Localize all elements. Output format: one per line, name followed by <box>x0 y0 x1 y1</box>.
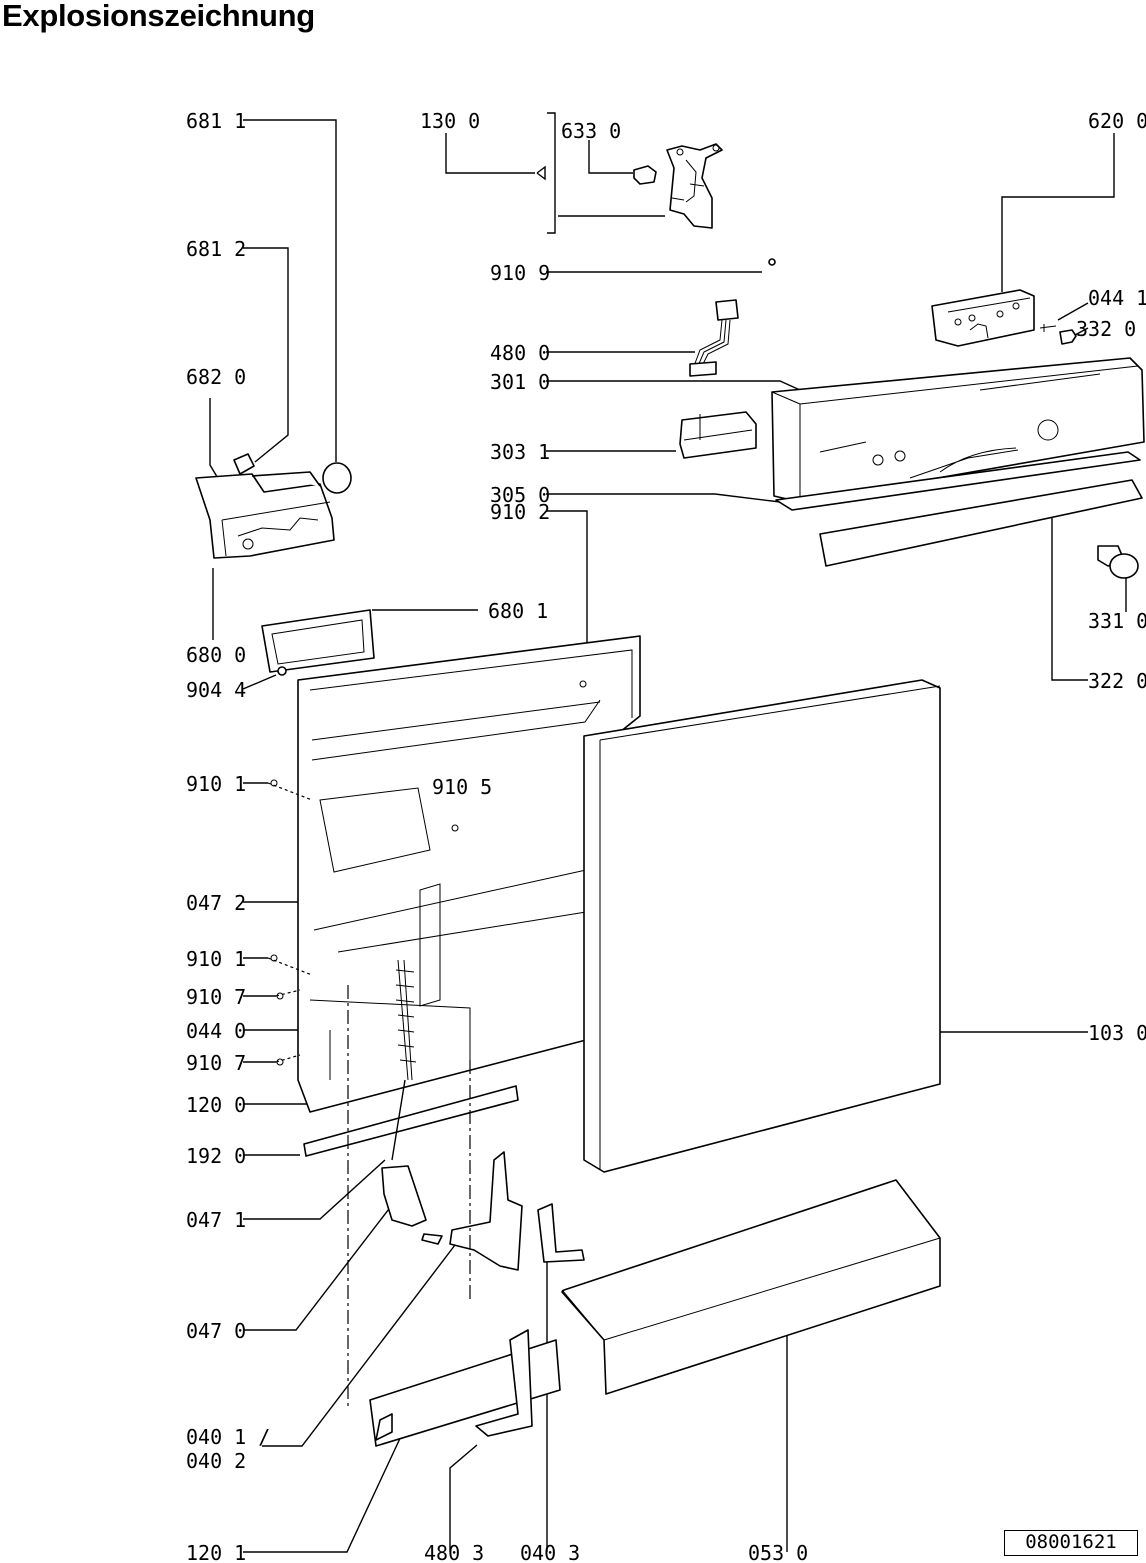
label-130-0: 130 0 <box>420 109 480 133</box>
label-322-0: 322 0 <box>1088 669 1146 693</box>
part-480-3-bracket <box>475 1329 533 1437</box>
label-910-2: 910 2 <box>490 500 550 524</box>
label-040-3: 040 3 <box>520 1541 580 1563</box>
label-904-4: 904 4 <box>186 678 246 702</box>
page-title: Explosionszeichnung <box>2 0 315 33</box>
label-681-1: 681 1 <box>186 109 246 133</box>
label-047-0: 047 0 <box>186 1319 246 1343</box>
label-303-1: 303 1 <box>490 440 550 464</box>
part-681-2-clip <box>233 453 255 475</box>
part-305-0-strip <box>775 451 1141 511</box>
part-120-1-lower-strip <box>369 1339 561 1447</box>
label-680-0: 680 0 <box>186 643 246 667</box>
part-331-0-knob <box>1097 545 1139 579</box>
part-192-0-rail <box>303 1085 519 1157</box>
part-682-0-dispenser <box>195 471 335 559</box>
part-130-0-door-latch <box>633 143 723 229</box>
part-103-0-door-panel <box>583 679 941 1173</box>
part-053-0-kickplate <box>561 1179 941 1395</box>
label-910-1-lower: 910 1 <box>186 947 246 971</box>
label-044-1: 044 1 <box>1088 286 1146 310</box>
label-192-0: 192 0 <box>186 1144 246 1168</box>
part-301-0-control-panel <box>771 357 1145 503</box>
label-103-0: 103 0 <box>1088 1021 1146 1045</box>
label-910-1-upper: 910 1 <box>186 772 246 796</box>
label-305-0: 305 0 <box>490 483 550 507</box>
part-labels: 681 1 681 2 682 0 680 0 904 4 910 1 047 … <box>186 109 1146 1563</box>
screw-904-4 <box>277 666 287 676</box>
label-480-0: 480 0 <box>490 341 550 365</box>
label-910-7-upper: 910 7 <box>186 985 246 1009</box>
label-910-7-lower: 910 7 <box>186 1051 246 1075</box>
part-680-1-seal <box>261 609 375 673</box>
part-480-0-wiring <box>689 299 739 377</box>
part-303-1-handle <box>679 411 757 459</box>
part-044-0-spring <box>391 959 417 1161</box>
label-480-3: 480 3 <box>424 1541 484 1563</box>
label-047-2: 047 2 <box>186 891 246 915</box>
label-910-9: 910 9 <box>490 261 550 285</box>
part-620-0-control-module <box>931 289 1077 347</box>
label-040-2: 040 2 <box>186 1449 246 1473</box>
label-910-5: 910 5 <box>432 775 492 799</box>
label-633-0: 633 0 <box>561 119 621 143</box>
label-044-0: 044 0 <box>186 1019 246 1043</box>
screw-910-9 <box>768 258 776 266</box>
label-681-2: 681 2 <box>186 237 246 261</box>
label-680-1: 680 1 <box>488 599 548 623</box>
drawing-number-box: 08001621 <box>1004 1530 1138 1556</box>
centerlines <box>267 779 471 1410</box>
label-047-1: 047 1 <box>186 1208 246 1232</box>
part-681-1-cap <box>322 462 352 494</box>
label-301-0: 301 0 <box>490 370 550 394</box>
part-322-0-trim <box>819 479 1143 567</box>
label-620-0: 620 0 <box>1088 109 1146 133</box>
part-047-1-hinge-arm <box>381 1165 443 1245</box>
label-120-0: 120 0 <box>186 1093 246 1117</box>
label-053-0: 053 0 <box>748 1541 808 1563</box>
label-331-0: 331 0 <box>1088 609 1146 633</box>
label-682-0: 682 0 <box>186 365 246 389</box>
part-040-1-hinge-bracket <box>449 1151 585 1271</box>
label-120-1: 120 1 <box>186 1541 246 1563</box>
label-040-1: 040 1 / <box>186 1425 270 1449</box>
label-332-0: 332 0 <box>1076 317 1136 341</box>
